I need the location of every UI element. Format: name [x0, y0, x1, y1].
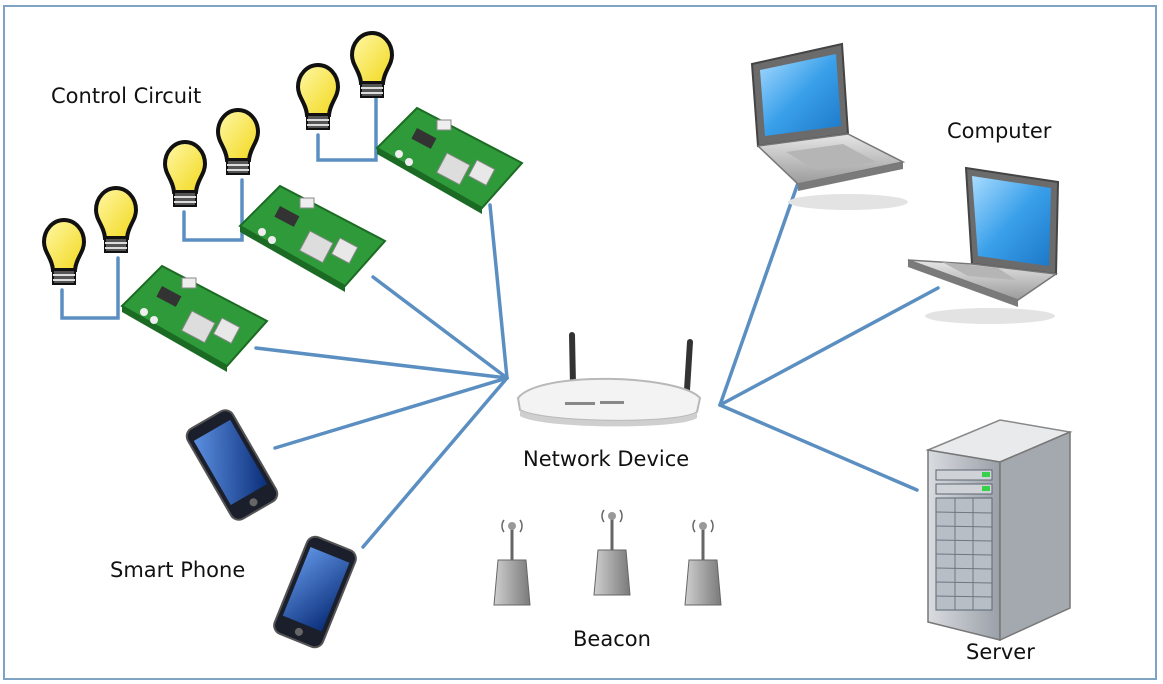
smartphone-icon: [185, 409, 279, 521]
laptop-icon: [907, 166, 1060, 324]
bulb-icon: [295, 63, 341, 130]
bulb-icon: [162, 140, 208, 207]
diagram-frame: [3, 5, 1157, 680]
link-laptop-1: [718, 181, 800, 407]
bulb-group: [41, 31, 395, 285]
smartphone-icon: [273, 535, 357, 649]
bulb-icon: [93, 186, 139, 253]
link-board-3: [488, 203, 509, 380]
laptop-icon: [750, 42, 908, 210]
circuit-board-icon: [120, 264, 269, 372]
bulb-icon: [349, 31, 395, 98]
beacon-label: Beacon: [573, 627, 651, 651]
network-device-label: Network Device: [523, 447, 690, 471]
wire-board-3: [316, 95, 378, 162]
beacon-icon: [493, 519, 531, 606]
circuit-board-icon: [238, 184, 387, 292]
link-board-2: [371, 275, 509, 380]
smart-phone-label: Smart Phone: [110, 558, 246, 582]
computer-label: Computer: [947, 119, 1052, 143]
beacon-icon: [684, 519, 722, 606]
wire-board-1: [60, 256, 120, 320]
link-server: [718, 403, 919, 492]
connection-lines: [60, 95, 940, 549]
bulb-icon: [41, 218, 87, 285]
link-phone-1: [273, 376, 509, 450]
router-icon: [516, 332, 702, 427]
link-phone-2: [361, 376, 509, 549]
beacon-icon: [593, 509, 631, 596]
link-laptop-2: [718, 286, 940, 407]
circuit-board-icon: [375, 106, 524, 214]
link-board-1: [254, 346, 509, 380]
control-circuit-label: Control Circuit: [51, 84, 202, 108]
bulb-icon: [215, 108, 261, 175]
server-icon: [925, 419, 1073, 642]
wire-board-2: [182, 178, 244, 242]
server-label: Server: [966, 640, 1035, 664]
